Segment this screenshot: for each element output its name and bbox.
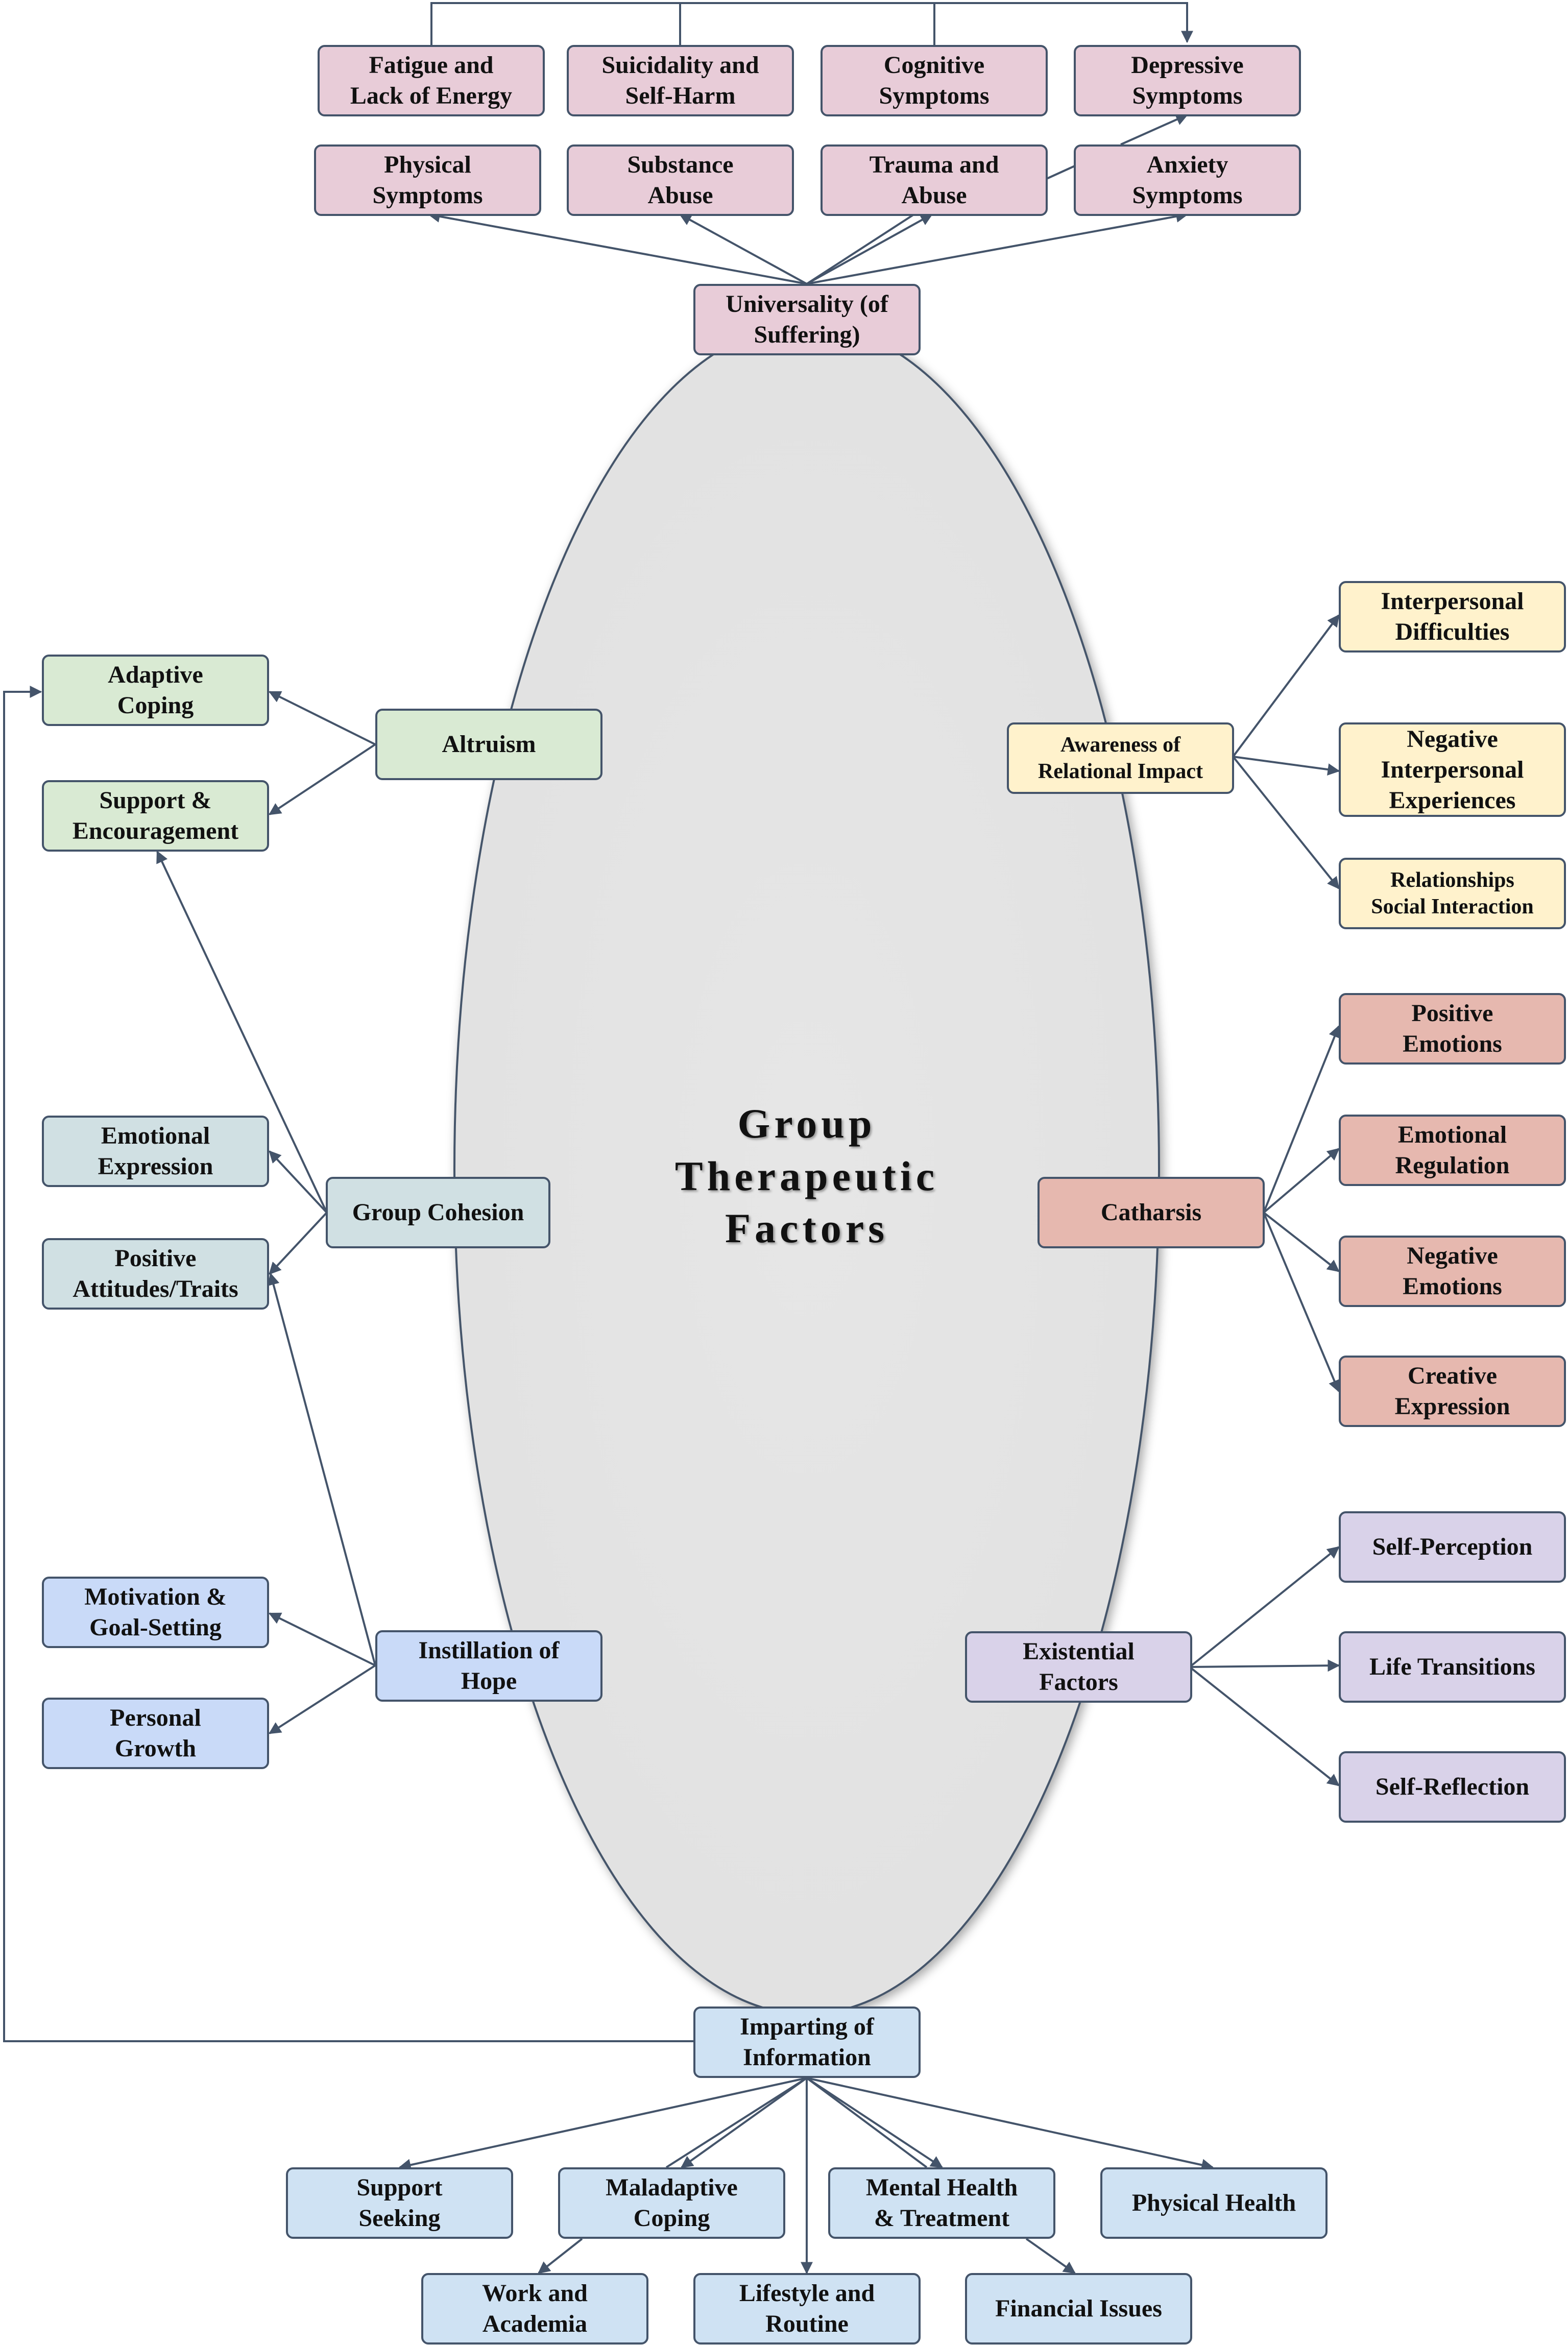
connector-imparting-maladaptive-1 <box>665 2077 808 2168</box>
node-fatigue: Fatigue and Lack of Energy <box>318 45 545 116</box>
connector-imparting-mental-2 <box>806 2077 944 2168</box>
node-anxiety: Anxiety Symptoms <box>1074 144 1301 216</box>
node-maladaptive: Maladaptive Coping <box>558 2167 785 2239</box>
node-support-seeking: Support Seeking <box>286 2167 513 2239</box>
connector-hope-positive <box>267 1272 376 1666</box>
node-positive-attitudes: Positive Attitudes/Traits <box>42 1238 269 1310</box>
connector-imparting-maladaptive-2 <box>681 2077 808 2168</box>
node-negative-emotions: Negative Emotions <box>1339 1236 1566 1307</box>
diagram-title: Group Therapeutic Factors <box>674 1100 939 1251</box>
connector-top-bracket <box>430 2 1193 45</box>
node-existential: Existential Factors <box>965 1631 1192 1703</box>
connector-universality-trauma-1 <box>806 213 915 285</box>
connector-anxiety-depressive <box>1120 113 1189 146</box>
node-emotional-expression: Emotional Expression <box>42 1116 269 1187</box>
node-life-transitions: Life Transitions <box>1339 1631 1566 1703</box>
node-personal-growth: Personal Growth <box>42 1698 269 1769</box>
connector-imparting-mental-1 <box>806 2077 928 2168</box>
connector-mental-financial <box>1025 2238 1076 2274</box>
connector-maladaptive-work <box>538 2238 583 2274</box>
connector-catharsis-regulation <box>1263 1148 1340 1214</box>
connector-existential-reflection <box>1189 1666 1340 1786</box>
connector-existential-transitions <box>1189 1659 1340 1672</box>
connector-universality-substance <box>679 213 807 285</box>
connector-hope-motivation <box>268 1612 376 1666</box>
node-mental-health: Mental Health & Treatment <box>828 2167 1055 2239</box>
connector-imparting-support-seeking <box>398 2077 807 2171</box>
node-interpersonal-difficulties: Interpersonal Difficulties <box>1339 581 1566 652</box>
node-adaptive-coping: Adaptive Coping <box>42 655 269 726</box>
connector-catharsis-negative <box>1263 1212 1340 1272</box>
connector-universality-trauma-2 <box>806 213 933 285</box>
connector-universality-physical <box>427 210 807 285</box>
node-imparting: Imparting of Information <box>693 2006 921 2078</box>
node-substance: Substance Abuse <box>567 144 794 216</box>
node-support-encouragement: Support & Encouragement <box>42 780 269 852</box>
node-suicidality: Suicidality and Self-Harm <box>567 45 794 116</box>
connector-catharsis-positive <box>1263 1025 1341 1213</box>
node-depressive: Depressive Symptoms <box>1074 45 1301 116</box>
node-self-reflection: Self-Reflection <box>1339 1751 1566 1823</box>
node-group-cohesion: Group Cohesion <box>326 1177 550 1248</box>
connector-catharsis-creative <box>1263 1212 1340 1393</box>
node-relationships: Relationships Social Interaction <box>1339 858 1566 929</box>
connector-universality-anxiety <box>806 210 1189 285</box>
node-financial: Financial Issues <box>965 2273 1192 2344</box>
node-physical-health: Physical Health <box>1100 2167 1328 2239</box>
connector-trauma-anxiety <box>1046 165 1075 180</box>
node-awareness: Awareness of Relational Impact <box>1007 722 1234 794</box>
node-creative-expression: Creative Expression <box>1339 1356 1566 1427</box>
node-instillation-hope: Instillation of Hope <box>375 1630 602 1702</box>
node-physical-symptoms: Physical Symptoms <box>314 144 541 216</box>
connector-awareness-negative <box>1233 756 1340 776</box>
node-cognitive: Cognitive Symptoms <box>821 45 1048 116</box>
node-universality: Universality (of Suffering) <box>693 284 921 355</box>
node-negative-interpersonal: Negative Interpersonal Experiences <box>1339 722 1566 817</box>
connector-imparting-physical-health <box>806 2077 1214 2171</box>
node-motivation: Motivation & Goal-Setting <box>42 1577 269 1648</box>
connector-altruism-adaptive <box>268 691 376 745</box>
connector-awareness-interpersonal <box>1232 614 1340 758</box>
node-lifestyle: Lifestyle and Routine <box>693 2273 921 2344</box>
node-trauma: Trauma and Abuse <box>821 144 1048 216</box>
connector-cohesion-emotional <box>269 1150 328 1214</box>
connector-altruism-support <box>268 743 376 815</box>
connector-awareness-relationships <box>1232 756 1340 889</box>
connector-cohesion-positive <box>269 1212 328 1275</box>
connector-imparting-adaptive <box>3 686 694 2042</box>
node-emotional-regulation: Emotional Regulation <box>1339 1115 1566 1186</box>
connector-hope-growth <box>268 1664 376 1734</box>
node-work-academia: Work and Academia <box>421 2273 648 2344</box>
node-catharsis: Catharsis <box>1038 1177 1265 1248</box>
node-self-perception: Self-Perception <box>1339 1511 1566 1583</box>
node-positive-emotions: Positive Emotions <box>1339 993 1566 1065</box>
connector-existential-perception <box>1189 1546 1340 1668</box>
node-altruism: Altruism <box>375 709 602 780</box>
